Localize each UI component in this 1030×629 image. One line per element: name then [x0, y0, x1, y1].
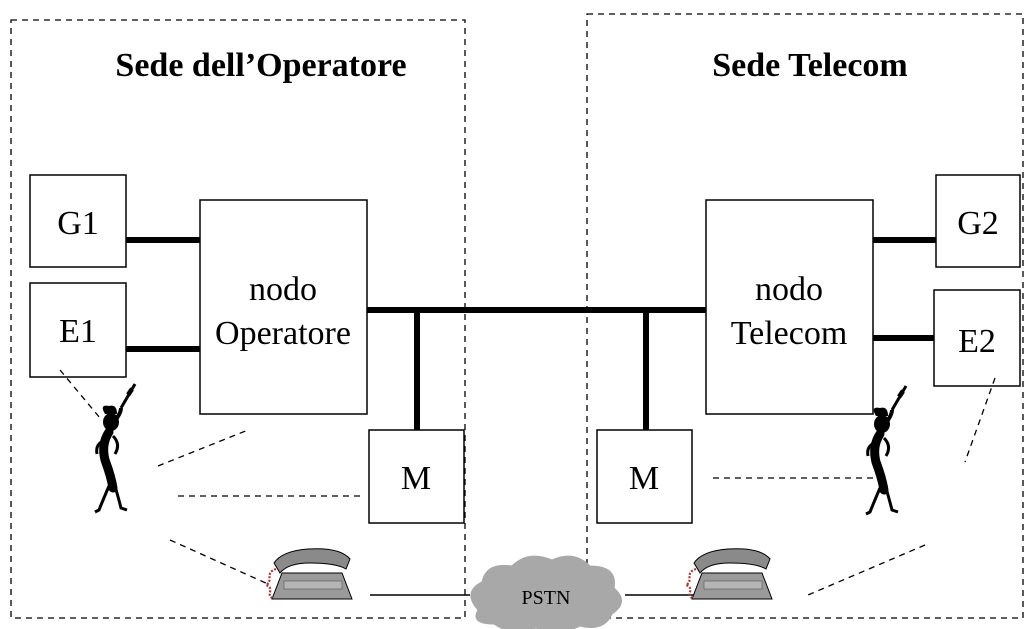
right-modem-label: M [629, 460, 659, 497]
pstn-label: PSTN [522, 587, 571, 609]
telecom-node-label-line2: Telecom [731, 315, 848, 352]
operator-site-title: Sede dell’Operatore [115, 47, 406, 84]
g2-box [935, 174, 1021, 268]
operator-site-boundary [10, 19, 466, 619]
operator-node-label-line1: nodo [249, 271, 317, 308]
telecom-node-label-line1: nodo [755, 271, 823, 308]
telecom-site-title: Sede Telecom [712, 47, 907, 84]
g1-label: G1 [57, 205, 99, 242]
right-telephone-icon [684, 547, 774, 601]
e1-label: E1 [59, 313, 97, 350]
e2-label: E2 [958, 323, 996, 360]
left-modem-box [368, 429, 465, 524]
operator-to-node-line [157, 429, 249, 467]
operator-node-label-line2: Operatore [215, 315, 351, 352]
technician-to-e2-line [964, 377, 996, 463]
technician-to-phone-line [807, 544, 926, 596]
operator-node-box [199, 199, 368, 415]
left-telephone-icon [264, 547, 354, 601]
operator-person-icon [95, 384, 135, 512]
g1-box [29, 174, 127, 268]
e1-box [29, 282, 127, 378]
pstn-cloud-icon [470, 555, 622, 629]
left-modem-label: M [401, 460, 431, 497]
telecom-site-boundary [586, 13, 1024, 619]
right-modem-box [596, 429, 693, 524]
e2-box [933, 289, 1021, 387]
telecom-node-box [705, 199, 874, 415]
operator-to-phone-line [169, 539, 269, 585]
g2-label: G2 [957, 205, 999, 242]
